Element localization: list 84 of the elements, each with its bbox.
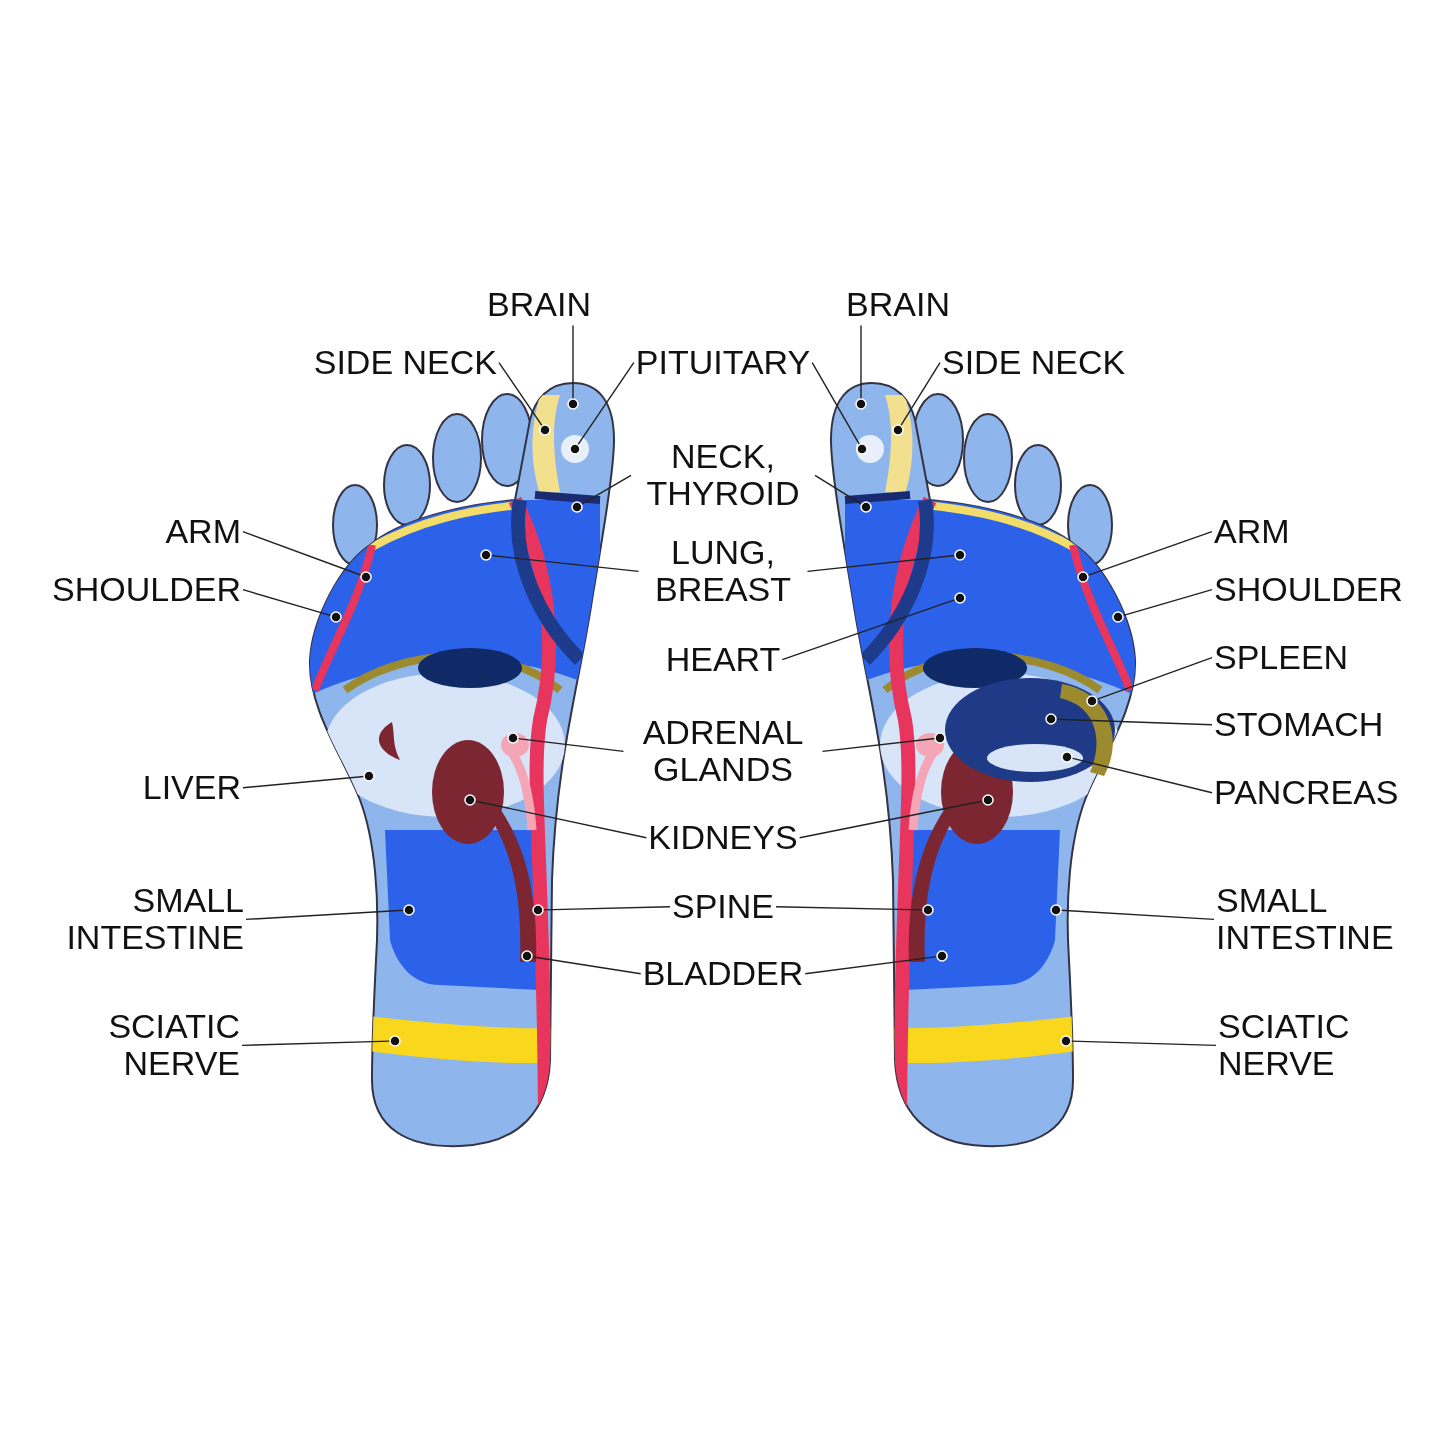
point-marker <box>360 571 372 583</box>
point-marker <box>1045 713 1057 725</box>
point-marker <box>934 732 946 744</box>
leader-line <box>775 906 924 911</box>
point-marker <box>855 398 867 410</box>
leader-line <box>821 737 936 753</box>
leader-line <box>1096 657 1213 700</box>
point-marker <box>330 611 342 623</box>
organ-label: LIVER <box>142 769 241 807</box>
point-marker <box>480 549 492 561</box>
leader-line <box>804 955 938 975</box>
organ-label: SCIATIC NERVE <box>1218 1008 1383 1083</box>
leader-line <box>806 554 956 573</box>
point-marker <box>532 904 544 916</box>
leader-line <box>1122 589 1213 617</box>
point-marker <box>1061 751 1073 763</box>
leader-line <box>860 324 862 400</box>
point-marker <box>569 443 581 455</box>
point-marker <box>892 424 904 436</box>
leader-line <box>781 598 956 661</box>
leader-line <box>242 775 365 789</box>
point-marker <box>954 592 966 604</box>
leader-line <box>1055 718 1213 726</box>
point-marker <box>363 770 375 782</box>
leader-line <box>245 909 405 921</box>
leader-line <box>242 531 362 576</box>
point-marker <box>1077 571 1089 583</box>
leader-line <box>577 362 635 446</box>
organ-label: SMALL INTESTINE <box>44 882 244 957</box>
point-marker <box>1086 695 1098 707</box>
organ-label: BLADDER <box>642 955 804 993</box>
point-marker <box>860 501 872 513</box>
leader-line <box>490 554 640 573</box>
point-marker <box>389 1035 401 1047</box>
leader-line <box>242 589 332 617</box>
point-marker <box>464 794 476 806</box>
organ-label: SIDE NECK <box>313 344 497 382</box>
point-marker <box>982 794 994 806</box>
organ-label: PITUITARY <box>635 344 811 382</box>
point-marker <box>567 398 579 410</box>
point-marker <box>1060 1035 1072 1047</box>
leader-line <box>531 956 642 975</box>
organ-label: PANCREAS <box>1214 774 1399 812</box>
organ-label: BRAIN <box>846 286 950 324</box>
leader-line <box>1060 909 1215 921</box>
point-marker <box>922 904 934 916</box>
organ-label: ARM <box>165 513 241 551</box>
organ-label: SHOULDER <box>1214 571 1403 609</box>
organ-label: LUNG, BREAST <box>640 534 806 609</box>
leader-line <box>798 800 984 839</box>
organ-label: ARM <box>1214 513 1290 551</box>
leader-line <box>241 1040 391 1047</box>
leader-line <box>814 474 863 506</box>
organ-label: SCIATIC NERVE <box>75 1008 240 1083</box>
point-marker <box>1112 611 1124 623</box>
point-marker <box>521 950 533 962</box>
organ-label: BRAIN <box>487 286 591 324</box>
leader-line <box>572 324 574 400</box>
point-marker <box>507 732 519 744</box>
organ-label: SMALL INTESTINE <box>1216 882 1416 957</box>
organ-label: NECK, THYROID <box>633 438 813 513</box>
leader-line <box>542 906 671 911</box>
organ-label: SPINE <box>672 888 774 926</box>
leader-line <box>517 737 625 753</box>
point-marker <box>539 424 551 436</box>
point-marker <box>571 501 583 513</box>
organ-label: STOMACH <box>1214 706 1384 744</box>
point-marker <box>936 950 948 962</box>
leader-line <box>811 362 861 446</box>
organ-label: HEART <box>665 641 781 679</box>
point-marker <box>954 549 966 561</box>
leader-line <box>580 474 632 506</box>
leader-line <box>1071 757 1213 794</box>
organ-label: SHOULDER <box>52 571 241 609</box>
organ-label: KIDNEYS <box>648 819 798 857</box>
organ-label: SPLEEN <box>1214 639 1349 677</box>
point-marker <box>403 904 415 916</box>
point-marker <box>856 443 868 455</box>
leader-line <box>474 800 648 839</box>
leader-line <box>1087 531 1213 577</box>
organ-label: ADRENAL GLANDS <box>625 714 821 789</box>
leader-line <box>1070 1040 1217 1047</box>
point-marker <box>1050 904 1062 916</box>
organ-label: SIDE NECK <box>942 344 1126 382</box>
